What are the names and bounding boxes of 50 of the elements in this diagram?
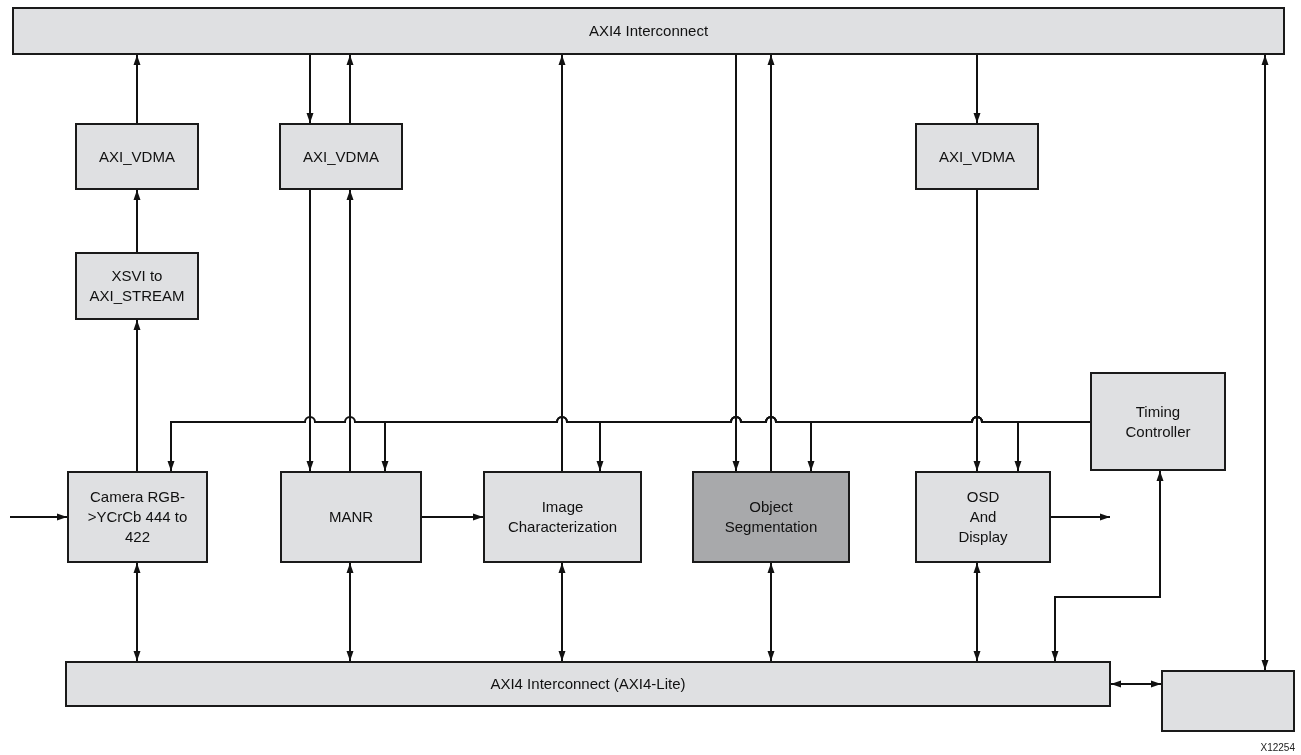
process-box xyxy=(915,123,1039,190)
bus-bar xyxy=(12,7,1285,55)
arrow xyxy=(1050,513,1111,521)
process-box xyxy=(279,123,403,190)
block-label: Timing Controller xyxy=(1124,401,1192,442)
arrow xyxy=(133,54,141,124)
arrow xyxy=(558,562,566,662)
block-label: MANR xyxy=(328,507,374,527)
arrow xyxy=(767,562,775,662)
arrow xyxy=(973,562,981,662)
arrow xyxy=(1014,421,1091,472)
arrow xyxy=(421,513,484,521)
process-box xyxy=(75,123,199,190)
block-label: OSD And Display xyxy=(957,487,1009,547)
block-label: AXI_VDMA xyxy=(303,146,379,167)
arrow xyxy=(306,54,314,124)
arrow xyxy=(973,54,981,124)
bus-bar xyxy=(65,661,1111,707)
arrow xyxy=(133,189,141,253)
block-label: XSVI to AXI_STREAM xyxy=(88,266,186,306)
arrow xyxy=(346,54,354,124)
arrow xyxy=(9,513,68,521)
block-label: AXI_VDMA xyxy=(99,146,175,167)
arrow xyxy=(1110,680,1162,688)
arrow xyxy=(1261,54,1269,671)
arrow xyxy=(558,54,566,472)
process-box xyxy=(75,252,199,320)
block-label: Object Segmentation xyxy=(723,497,819,537)
process-box xyxy=(280,471,422,563)
process-box xyxy=(1090,372,1226,471)
block-label: AXI_VDMA xyxy=(939,146,1015,167)
arrow xyxy=(732,54,740,472)
arrow xyxy=(133,562,141,662)
block-label: Camera RGB->YCrCb 444 to 422 xyxy=(87,487,188,547)
arrow xyxy=(1051,470,1164,662)
figure-number: X12254 xyxy=(1260,742,1295,753)
processor-box xyxy=(1161,670,1295,732)
arrow xyxy=(346,189,354,472)
block-label: AXI4 Interconnect xyxy=(588,21,709,41)
arrow xyxy=(306,189,314,472)
process-box xyxy=(67,471,208,563)
arrow xyxy=(346,562,354,662)
arrow xyxy=(133,319,141,472)
arrow xyxy=(767,54,775,472)
process-box xyxy=(692,471,850,563)
block-label: AXI4 Interconnect (AXI4-Lite) xyxy=(490,674,686,694)
process-box xyxy=(915,471,1051,563)
arrow xyxy=(973,189,981,472)
process-box xyxy=(483,471,642,563)
block-label: Image Characterization xyxy=(506,497,619,537)
